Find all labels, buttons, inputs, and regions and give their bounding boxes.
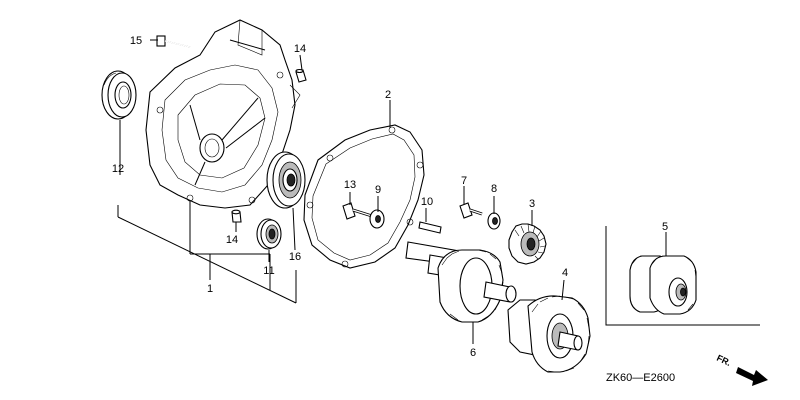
callout-1: 1 [207, 283, 213, 295]
callout-2: 2 [385, 89, 391, 101]
callout-4: 4 [562, 267, 568, 279]
part-16-bearing [266, 151, 306, 209]
callout-8: 8 [491, 183, 497, 195]
callout-9: 9 [375, 184, 381, 196]
callout-3: 3 [529, 198, 535, 210]
front-arrow-icon [736, 367, 768, 386]
front-direction-marker: FR. [715, 353, 768, 386]
part-5-option-frame [605, 226, 760, 326]
callout-13: 13 [344, 179, 356, 191]
callout-11: 11 [263, 265, 274, 277]
callout-10: 10 [421, 196, 433, 208]
front-label: FR. [715, 353, 732, 368]
callout-7: 7 [461, 175, 467, 187]
diagram-code: ZK60—E2600 [606, 372, 675, 384]
part-3-small-gear [508, 223, 547, 265]
callout-5: 5 [662, 221, 668, 233]
part-15-bolt [156, 35, 191, 48]
part-12-oil-seal [101, 70, 137, 120]
part-13-bolt [342, 202, 373, 220]
part-5-double-gear [629, 255, 697, 315]
callout-14-top: 14 [294, 43, 306, 55]
part-10-pin [418, 221, 442, 234]
part-6-shaft-gear [405, 241, 517, 323]
part-2-gasket [303, 124, 425, 269]
part-8-washer [487, 212, 501, 230]
part-4-double-gear [507, 295, 591, 373]
callout-16: 16 [289, 251, 301, 263]
callout-12: 12 [112, 163, 124, 175]
part-1-case-cover [145, 19, 301, 209]
callout-labels: 15 14 12 2 13 9 10 7 8 3 5 4 6 14 11 16 … [112, 35, 668, 359]
part-11-bearing [256, 218, 282, 250]
callout-6: 6 [470, 347, 476, 359]
callout-15: 15 [130, 35, 142, 47]
leader-lines [117, 39, 667, 344]
part-9-washer [369, 209, 385, 229]
part-7-bolt [459, 202, 483, 219]
part-14-dowel-pin-top [295, 68, 307, 83]
part-14-dowel-pin-bottom [231, 209, 242, 223]
callout-14-bottom: 14 [226, 234, 238, 246]
